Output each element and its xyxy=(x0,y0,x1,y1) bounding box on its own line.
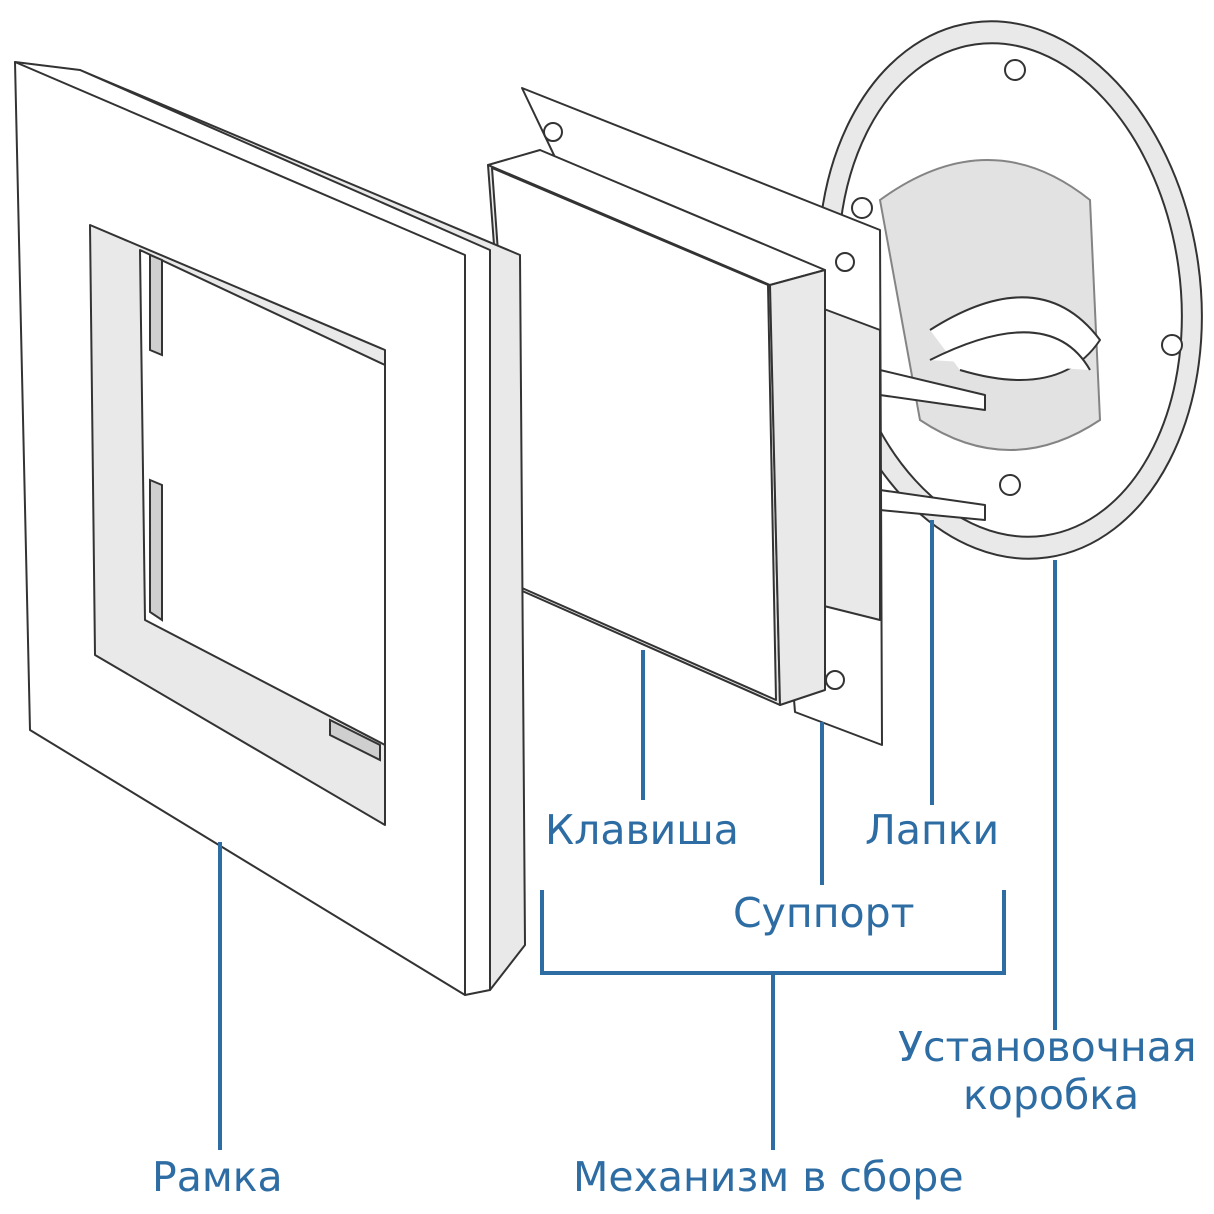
key-drawing xyxy=(487,149,826,706)
frame-drawing xyxy=(14,61,526,996)
mounting-box xyxy=(817,20,1203,560)
leader-lines xyxy=(218,520,1057,1150)
label-tabs: Лапки xyxy=(865,806,1000,854)
tabs-drawing xyxy=(879,369,986,521)
label-support: Суппорт xyxy=(733,889,915,937)
label-box-line1: Установочная xyxy=(898,1023,1197,1071)
label-box-line2: коробка xyxy=(963,1071,1140,1119)
label-key: Клавиша xyxy=(545,806,739,854)
label-frame: Рамка xyxy=(152,1153,283,1201)
label-assembly: Механизм в сборе xyxy=(573,1153,964,1201)
